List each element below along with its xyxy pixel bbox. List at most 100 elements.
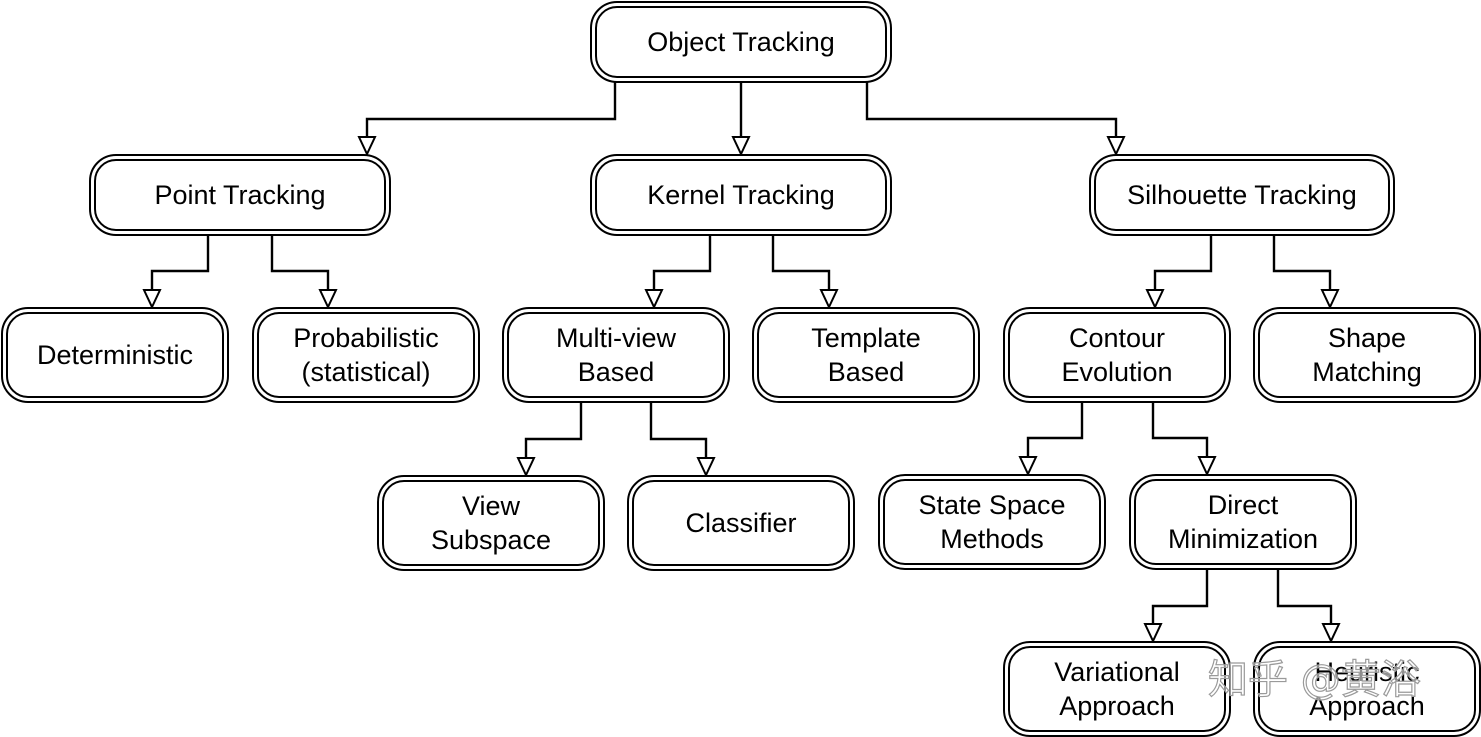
node-outer-border: [1129, 474, 1357, 570]
node-label: Classifier: [685, 508, 796, 538]
node-kernel-tracking: Kernel Tracking: [590, 154, 892, 236]
node-outer-border: [590, 1, 892, 83]
node-inner-border: [632, 480, 850, 566]
arrowhead: [1018, 456, 1038, 477]
node-point-tracking: Point Tracking: [89, 154, 391, 236]
arrowhead: [1320, 289, 1340, 310]
node-inner-border: [1134, 479, 1352, 565]
node-label: Contour: [1069, 323, 1165, 353]
node-label: Minimization: [1168, 524, 1318, 554]
arrowhead: [1321, 623, 1341, 644]
node-inner-border: [1008, 312, 1226, 398]
arrowhead: [357, 136, 377, 157]
arrowhead: [731, 136, 751, 157]
edge-object-tracking-to-point-tracking: [357, 82, 617, 157]
edge-point-tracking-to-probabilistic: [270, 235, 338, 310]
node-label: Variational: [1054, 657, 1180, 687]
node-outer-border: [1253, 641, 1481, 737]
connector-line: [1151, 569, 1209, 624]
edge-direct-minimization-to-variational-approach: [1143, 569, 1209, 644]
node-label: Direct: [1208, 490, 1279, 520]
connector-line: [1153, 235, 1213, 290]
arrowhead: [1106, 136, 1126, 157]
edge-object-tracking-to-silhouette-tracking: [865, 82, 1126, 157]
edge-silhouette-tracking-to-shape-matching: [1272, 235, 1340, 310]
connector-line: [649, 402, 708, 458]
edge-object-tracking-to-kernel-tracking: [731, 82, 751, 157]
node-silhouette-tracking: Silhouette Tracking: [1089, 154, 1395, 236]
node-inner-border: [94, 159, 386, 231]
node-inner-border: [595, 159, 887, 231]
node-label: State Space: [918, 490, 1065, 520]
node-label: Heuristic: [1314, 657, 1419, 687]
node-label: Shape: [1328, 323, 1406, 353]
arrowhead: [1143, 623, 1163, 644]
watermark-text: 知乎 @黄浴: [1208, 657, 1421, 703]
node-label: Object Tracking: [647, 27, 835, 57]
node-label: Deterministic: [37, 340, 193, 370]
node-label: Point Tracking: [154, 180, 325, 210]
node-label: Methods: [940, 524, 1044, 554]
node-label: Based: [578, 357, 655, 387]
arrowhead: [644, 289, 664, 310]
edge-contour-evolution-to-direct-minimization: [1151, 402, 1217, 477]
connector-line: [1276, 569, 1333, 624]
node-classifier: Classifier: [627, 475, 855, 571]
edges-layer: [142, 82, 1341, 644]
arrowhead: [696, 457, 716, 478]
node-outer-border: [1003, 307, 1231, 403]
edge-contour-evolution-to-state-space-methods: [1018, 402, 1084, 477]
node-outer-border: [590, 154, 892, 236]
node-outer-border: [752, 307, 980, 403]
node-probabilistic: Probabilistic(statistical): [252, 307, 480, 403]
node-label: View: [462, 491, 521, 521]
connector-line: [1026, 402, 1084, 457]
node-outer-border: [627, 475, 855, 571]
node-label: Probabilistic: [293, 323, 439, 353]
node-inner-border: [595, 6, 887, 78]
arrowhead: [1197, 456, 1217, 477]
node-inner-border: [883, 479, 1101, 565]
arrowhead: [142, 289, 162, 310]
node-outer-border: [377, 475, 605, 571]
node-outer-border: [89, 154, 391, 236]
node-label: Kernel Tracking: [647, 180, 835, 210]
node-inner-border: [257, 312, 475, 398]
node-inner-border: [382, 480, 600, 566]
node-inner-border: [507, 312, 725, 398]
arrowhead: [1145, 289, 1165, 310]
node-outer-border: [1, 307, 229, 403]
edge-kernel-tracking-to-multi-view-based: [644, 235, 712, 310]
arrowhead: [819, 289, 839, 310]
node-deterministic: Deterministic: [1, 307, 229, 403]
node-label: Matching: [1312, 357, 1422, 387]
node-inner-border: [757, 312, 975, 398]
node-label: Template: [811, 323, 921, 353]
node-label: Based: [828, 357, 905, 387]
node-outer-border: [1089, 154, 1395, 236]
edge-silhouette-tracking-to-contour-evolution: [1145, 235, 1213, 310]
edge-multi-view-based-to-view-subspace: [516, 402, 583, 478]
node-inner-border: [1258, 646, 1476, 732]
arrowhead: [318, 289, 338, 310]
node-inner-border: [1008, 646, 1226, 732]
node-label: Approach: [1309, 691, 1425, 721]
connector-line: [865, 82, 1118, 137]
connector-line: [270, 235, 330, 290]
node-inner-border: [1258, 312, 1476, 398]
node-label: Silhouette Tracking: [1127, 180, 1357, 210]
connector-line: [524, 402, 583, 458]
arrowhead: [516, 457, 536, 478]
edge-kernel-tracking-to-template-based: [771, 235, 839, 310]
node-object-tracking: Object Tracking: [590, 1, 892, 83]
